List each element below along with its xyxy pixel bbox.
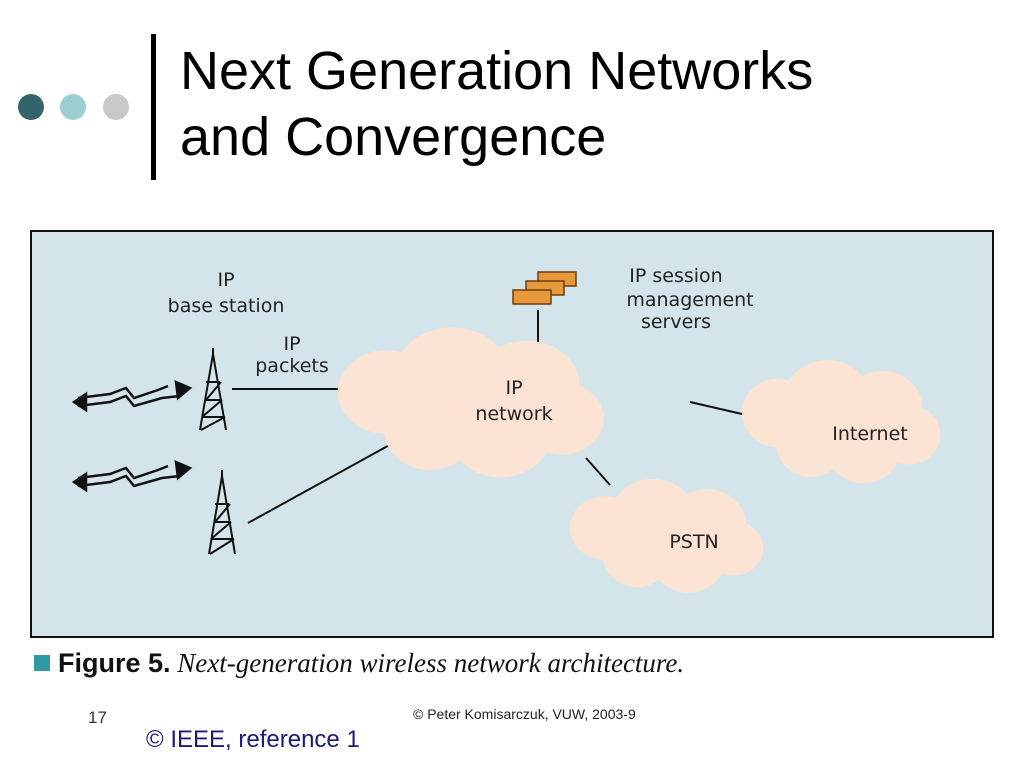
packets-label-line2: packets [255, 355, 329, 377]
radio-tower-icon [208, 470, 236, 555]
servers-label-line2: management [626, 289, 753, 311]
decor-dot-light [103, 94, 129, 120]
slide-title-line2: and Convergence [180, 107, 607, 167]
slide-title: Next Generation Networks and Convergence [180, 38, 813, 170]
figure-number: Figure 5. [58, 648, 171, 678]
internet-cloud-icon [741, 359, 941, 484]
servers-label-line3: servers [641, 311, 711, 333]
servers-label-line1: IP session [629, 265, 722, 287]
figure-text: Next-generation wireless network archite… [177, 648, 685, 678]
decor-dot-dark [18, 94, 44, 120]
author-footer: © Peter Komisarczuk, VUW, 2003-9 [413, 706, 636, 722]
link-ipnetwork-internet [689, 401, 743, 415]
pstn-label: PSTN [669, 531, 718, 553]
link-ipnetwork-pstn [585, 457, 611, 486]
radio-tower-icon [199, 348, 227, 431]
wireless-signal-icon [71, 379, 193, 413]
server-stack-icon [512, 271, 577, 305]
ip-network-label-line1: IP [505, 377, 522, 399]
figure-caption: Figure 5. Next-generation wireless netwo… [34, 648, 684, 679]
base-station-label-line2: base station [168, 295, 285, 317]
internet-label: Internet [832, 423, 907, 445]
ieee-credit: © IEEE, reference 1 [146, 726, 360, 753]
ip-network-label-line2: network [475, 403, 552, 425]
link-tower2-ipnetwork [247, 436, 405, 524]
packets-label-line1: IP [283, 333, 300, 355]
network-diagram: IP base station IP packets IP session ma… [71, 265, 941, 593]
page-number: 17 [88, 708, 107, 727]
caption-square-icon [34, 655, 50, 671]
title-accent-bar [151, 34, 156, 180]
slide-title-line1: Next Generation Networks [180, 41, 814, 101]
pstn-cloud-icon [569, 479, 764, 593]
ip-network-cloud-icon [337, 327, 604, 478]
wireless-signal-icon [71, 459, 193, 493]
decor-dot-mid [60, 94, 86, 120]
base-station-label-line1: IP [217, 269, 234, 291]
